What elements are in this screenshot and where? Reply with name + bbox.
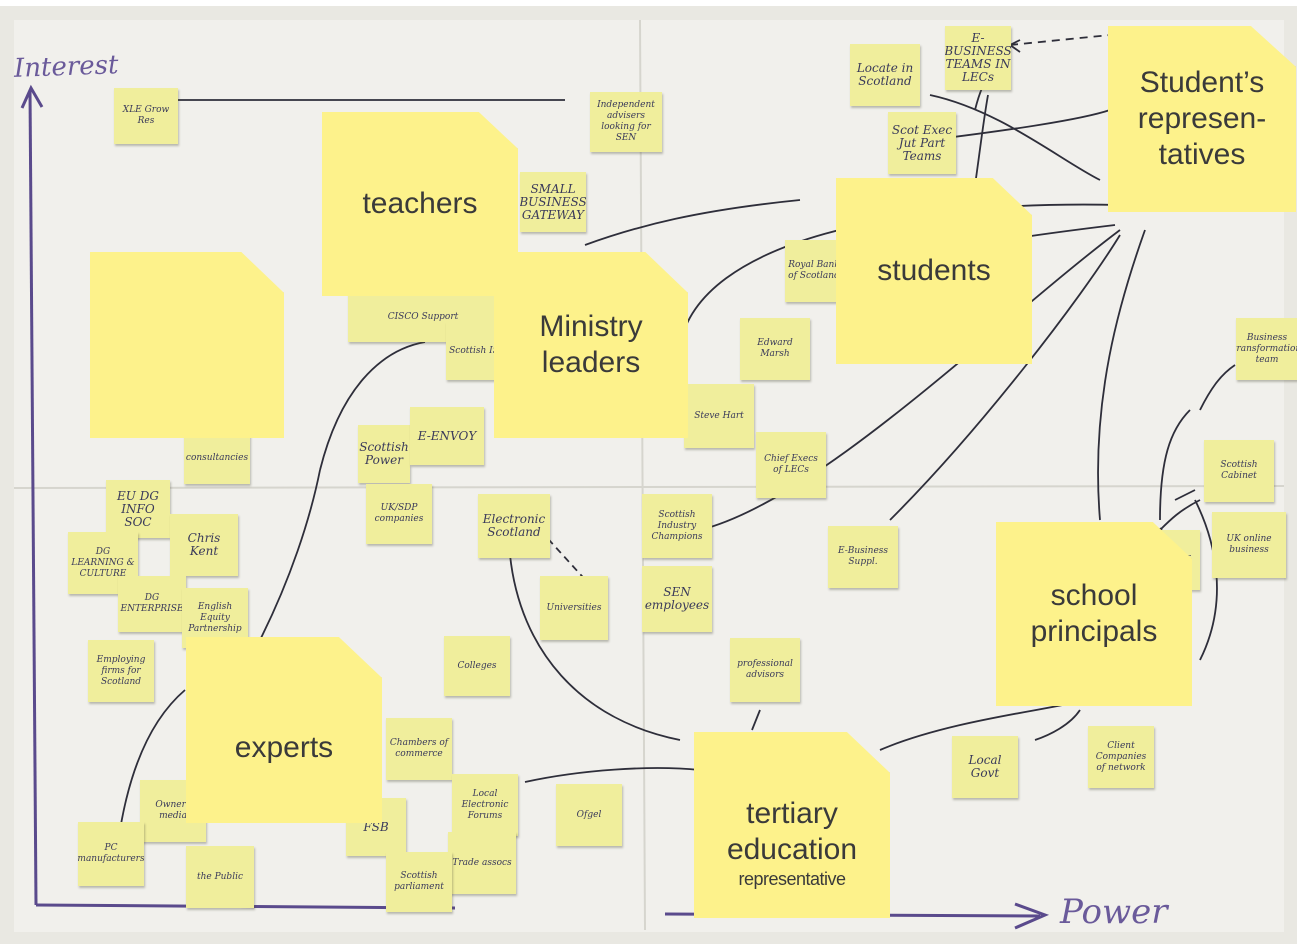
sticky-note: Locate in Scotland bbox=[850, 44, 920, 106]
sticky-note: Edward Marsh bbox=[740, 318, 810, 380]
sticky-note: Royal Bank of Scotland bbox=[785, 240, 843, 302]
sticky-note: the Public bbox=[186, 846, 254, 908]
sticky-note: Electronic Scotland bbox=[478, 494, 550, 558]
note-school-principals-line2: principals bbox=[1030, 615, 1158, 648]
note-ministry-line1: Ministry bbox=[539, 310, 643, 343]
note-student-representatives: Student’s represen- tatives bbox=[1108, 26, 1296, 212]
sticky-note: Steve Hart bbox=[684, 384, 754, 448]
sticky-note: Local Electronic Forums bbox=[452, 774, 518, 836]
note-teachers: teachers bbox=[322, 112, 518, 296]
sticky-note: PC manufacturers bbox=[78, 822, 144, 886]
note-tertiary-line1: tertiary bbox=[746, 797, 838, 830]
note-school-principals-line1: school bbox=[1050, 579, 1138, 612]
note-ministry-leaders: Ministry leaders bbox=[494, 252, 688, 438]
sticky-note: Scottish Power bbox=[358, 425, 410, 483]
note-tertiary-line3: representative bbox=[738, 869, 846, 889]
note-ministry-line2: leaders bbox=[541, 346, 641, 379]
sticky-note: professional advisors bbox=[730, 638, 800, 702]
sticky-note: E-Business Suppl. bbox=[828, 526, 898, 588]
note-blank bbox=[90, 252, 284, 438]
sticky-note: UK online business bbox=[1212, 512, 1286, 578]
sticky-note: Trade assocs bbox=[448, 832, 516, 894]
sticky-note: Scottish IS bbox=[446, 322, 502, 380]
sticky-note: E-ENVOY bbox=[410, 407, 484, 465]
sticky-note: XLE Grow Res bbox=[114, 88, 178, 144]
sticky-note: Local Govt bbox=[952, 736, 1018, 798]
note-experts-text: experts bbox=[234, 731, 334, 764]
sticky-note: DG ENTERPRISE bbox=[118, 576, 186, 632]
sticky-note: Business transformation team bbox=[1236, 318, 1297, 380]
note-student-reps-line3: tatives bbox=[1158, 138, 1246, 171]
note-students-text: students bbox=[877, 254, 991, 287]
note-school-principals: school principals bbox=[996, 522, 1192, 706]
sticky-note: SEN employees bbox=[642, 566, 712, 632]
sticky-note: Chief Execs of LECs bbox=[756, 432, 826, 498]
note-experts: experts bbox=[186, 637, 382, 823]
sticky-note: Ofgel bbox=[556, 784, 622, 846]
sticky-note: Scottish Industry Champions bbox=[642, 494, 712, 558]
y-axis-label: Interest bbox=[13, 50, 119, 84]
sticky-note: UK/SDP companies bbox=[366, 484, 432, 544]
note-students: students bbox=[836, 178, 1032, 364]
sticky-note: EU DG INFO SOC bbox=[106, 480, 170, 538]
note-student-reps-line1: Student’s bbox=[1139, 66, 1265, 99]
sticky-note: Colleges bbox=[444, 636, 510, 696]
sticky-note: E-BUSINESS TEAMS IN LECs bbox=[945, 26, 1011, 90]
sticky-note: Chris Kent bbox=[170, 514, 238, 576]
sticky-note: SMALL BUSINESS GATEWAY bbox=[520, 172, 586, 232]
sticky-note: consultancies bbox=[184, 432, 250, 484]
sticky-note: Scot Exec Jut Part Teams bbox=[888, 112, 956, 174]
x-axis-label: Power bbox=[1060, 892, 1168, 932]
note-tertiary-education: tertiary education representative bbox=[694, 732, 890, 918]
sticky-note: Chambers of commerce bbox=[386, 718, 452, 780]
sticky-note: Scottish parliament bbox=[386, 852, 452, 912]
note-teachers-text: teachers bbox=[362, 187, 478, 220]
note-student-reps-line2: represen- bbox=[1137, 102, 1267, 135]
sticky-note: Client Companies of network bbox=[1088, 726, 1154, 788]
sticky-note: Independent advisers looking for SEN bbox=[590, 92, 662, 152]
note-tertiary-line2: education bbox=[726, 833, 858, 866]
sticky-note: Scottish Cabinet bbox=[1204, 440, 1274, 502]
sticky-note: Universities bbox=[540, 576, 608, 640]
sticky-note: Employing firms for Scotland bbox=[88, 640, 154, 702]
